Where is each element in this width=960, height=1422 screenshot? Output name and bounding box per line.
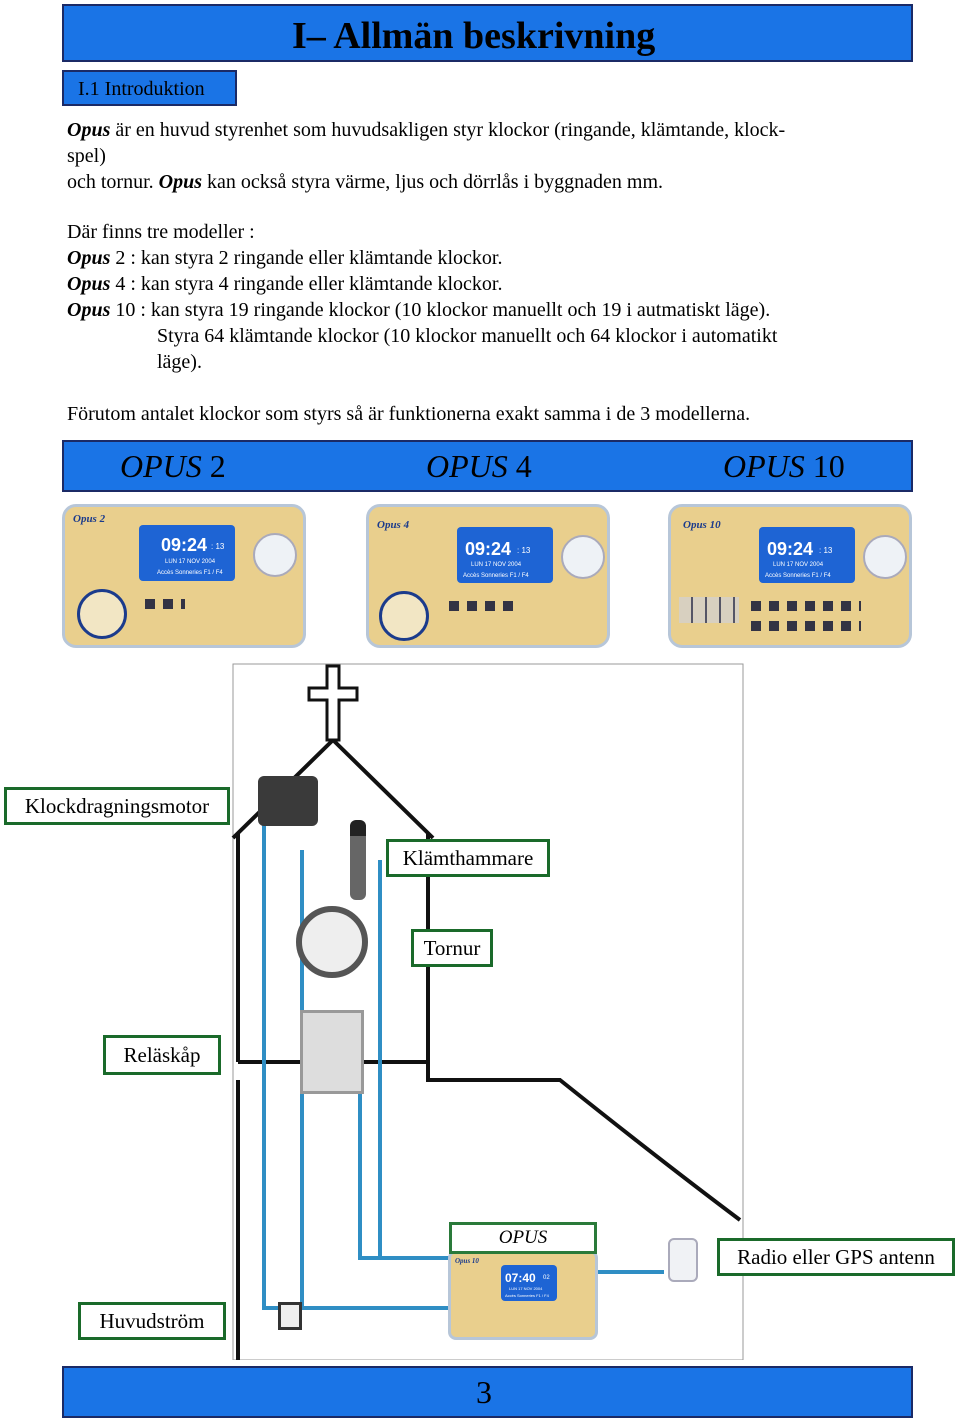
device-panel-opus10: Opus 10 09:24 : 13 LUN 17 NOV 2004 Accès…	[668, 504, 912, 648]
cross-icon	[307, 664, 359, 742]
bells-icon	[679, 597, 739, 623]
panel-info: Accès Sonneries F1 / F4	[157, 570, 223, 576]
model-number: 4	[507, 448, 532, 484]
model-text: 2 : kan styra 2 ringande eller klämtande…	[110, 247, 503, 269]
model-bar: OPUS 2 OPUS 4 OPUS 10	[62, 440, 913, 492]
label-antenna: Radio eller GPS antenn	[717, 1238, 955, 1276]
panel-logo: Opus 10	[455, 1257, 479, 1265]
nav-pad-icon	[863, 535, 907, 579]
models-heading: Där finns tre modeller :	[67, 221, 255, 243]
button-row-icon	[449, 601, 517, 611]
clock-icon	[296, 906, 368, 978]
models-summary: Förutom antalet klockor som styrs så är …	[67, 403, 751, 425]
panel-logo: Opus 2	[73, 513, 106, 525]
brand-opus: Opus	[67, 299, 111, 321]
panel-screen: 09:24 : 13 LUN 17 NOV 2004 Accès Sonneri…	[457, 527, 553, 583]
button-row-icon	[751, 601, 861, 611]
title-bar: I– Allmän beskrivning	[62, 4, 913, 62]
panel-date: LUN 17 NOV 2004	[165, 559, 216, 565]
model-opus2: Opus 2 : kan styra 2 ringande eller kläm…	[67, 245, 502, 271]
relay-cabinet-icon	[300, 1010, 364, 1094]
button-row-icon	[751, 621, 861, 631]
nav-pad-icon	[253, 533, 297, 577]
panel-date: LUN 17 NOV 2004	[471, 562, 522, 568]
bell-icon	[77, 589, 127, 639]
cable	[262, 1306, 452, 1310]
panel-logo: Opus 4	[377, 519, 410, 531]
cable	[262, 820, 266, 1310]
model-label-opus10: OPUS 10	[723, 448, 845, 485]
church-diagram: Opus 10 07:40 02 LUN 17 NOV 2004 Accès S…	[0, 660, 960, 1360]
footer-bar: 3	[62, 1366, 913, 1418]
panel-logo: Opus 10	[683, 519, 721, 531]
panel-time: 09:24	[767, 539, 814, 559]
panel-info: Accès Sonneries F1 / F4	[463, 573, 529, 579]
panel-screen: 09:24 : 13 LUN 17 NOV 2004 Accès Sonneri…	[139, 525, 235, 581]
motor-icon	[258, 776, 318, 826]
panel-time: 09:24	[465, 539, 512, 559]
hammer-icon	[350, 820, 366, 900]
antenna-icon	[668, 1238, 698, 1282]
intro-line-3: och tornur. Opus kan också styra värme, …	[67, 169, 663, 195]
section-label-box: I.1 Introduktion	[62, 70, 237, 106]
brand-opus: Opus	[67, 247, 111, 269]
model-name: OPUS	[723, 448, 805, 484]
panel-seconds: : 13	[211, 542, 225, 551]
power-outlet-icon	[278, 1302, 302, 1330]
panel-date: LUN 17 NOV 2004	[773, 562, 824, 568]
cable	[358, 1080, 362, 1260]
label-relay: Reläskåp	[103, 1035, 221, 1075]
panel-screen: 09:24 : 13 LUN 17 NOV 2004 Accès Sonneri…	[759, 527, 855, 583]
panel-info: Accès Sonneries F1 / F4	[505, 1293, 549, 1298]
model-number: 10	[804, 448, 845, 484]
page-number: 3	[476, 1374, 492, 1410]
label-hammer: Klämthammare	[386, 839, 550, 877]
brand-opus: Opus	[67, 273, 111, 295]
page-title: I– Allmän beskrivning	[292, 15, 656, 57]
model-opus10-cont-1: Styra 64 klämtande klockor (10 klockor m…	[157, 325, 778, 347]
cable	[358, 1256, 452, 1260]
nav-pad-icon	[561, 535, 605, 579]
label-motor: Klockdragningsmotor	[4, 787, 230, 825]
model-label-opus4: OPUS 4	[426, 448, 532, 485]
label-power: Huvudström	[78, 1302, 226, 1340]
intro-text: är en huvud styrenhet som huvudsakligen …	[110, 119, 786, 141]
label-opus: OPUS	[449, 1222, 597, 1254]
model-opus10-cont-2: läge).	[157, 351, 202, 373]
intro-line-1: Opus är en huvud styrenhet som huvudsakl…	[67, 117, 785, 143]
intro-text: kan också styra värme, ljus och dörrlås …	[202, 171, 664, 193]
model-text: 4 : kan styra 4 ringande eller klämtande…	[110, 273, 503, 295]
model-opus10: Opus 10 : kan styra 19 ringande klockor …	[67, 297, 770, 323]
label-clock: Tornur	[411, 929, 493, 967]
panel-seconds: 02	[543, 1275, 550, 1281]
cable	[598, 1270, 664, 1274]
opus-unit: Opus 10 07:40 02 LUN 17 NOV 2004 Accès S…	[448, 1250, 598, 1340]
button-row-icon	[145, 599, 185, 609]
cable	[378, 860, 382, 1260]
section-label: I.1 Introduktion	[78, 78, 205, 100]
device-panel-opus4: Opus 4 09:24 : 13 LUN 17 NOV 2004 Accès …	[366, 504, 610, 648]
panel-seconds: : 13	[517, 546, 531, 555]
panel-seconds: : 13	[819, 546, 833, 555]
panel-screen: 07:40 02 LUN 17 NOV 2004 Accès Sonneries…	[501, 1265, 557, 1301]
intro-line-2: spel)	[67, 145, 106, 167]
model-label-opus2: OPUS 2	[120, 448, 226, 485]
panel-time: 07:40	[505, 1271, 536, 1285]
device-panel-opus2: Opus 2 09:24 : 13 LUN 17 NOV 2004 Accès …	[62, 504, 306, 648]
bell-icon	[379, 591, 429, 641]
intro-text: och tornur.	[67, 171, 159, 193]
panel-date: LUN 17 NOV 2004	[509, 1286, 543, 1291]
panel-info: Accès Sonneries F1 / F4	[765, 573, 831, 579]
model-name: OPUS	[426, 448, 508, 484]
panel-time: 09:24	[161, 535, 208, 555]
brand-opus: Opus	[67, 119, 111, 141]
model-number: 2	[201, 448, 226, 484]
model-name: OPUS	[120, 448, 202, 484]
model-text: 10 : kan styra 19 ringande klockor (10 k…	[110, 299, 771, 321]
model-opus4: Opus 4 : kan styra 4 ringande eller kläm…	[67, 271, 502, 297]
brand-opus: Opus	[158, 171, 203, 193]
